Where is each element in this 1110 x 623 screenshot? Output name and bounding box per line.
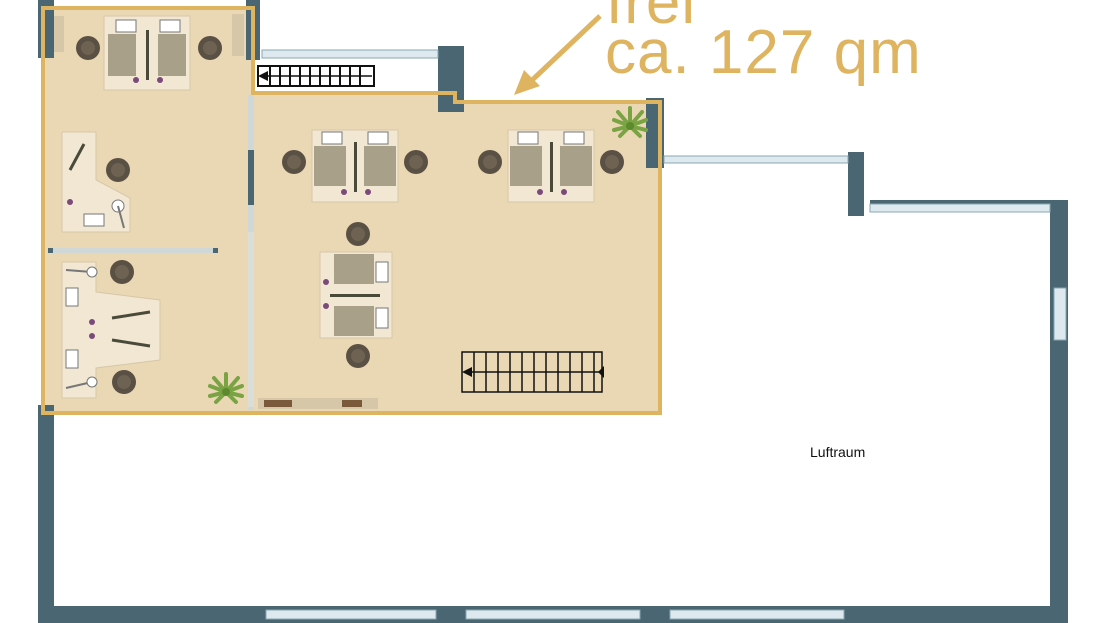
shelves: [258, 398, 378, 409]
annotation-line-2: ca. 127 qm: [605, 18, 922, 87]
office-room-topleft: [54, 14, 244, 91]
partitions: [48, 95, 254, 410]
annotation-line-1: frei: [606, 0, 697, 37]
office-room-leftbottom: [61, 260, 244, 404]
desk-cluster-3: [319, 222, 393, 368]
windows: [261, 49, 1067, 620]
staircase-main: [461, 351, 604, 393]
rental-outline: [41, 6, 662, 415]
office-floor: [43, 8, 660, 413]
staircase-top: [257, 65, 375, 87]
desk-cluster-2: [478, 106, 648, 203]
desk-cluster-1: [282, 129, 428, 203]
office-room-leftmiddle: [61, 131, 131, 233]
void-label: Luftraum: [810, 444, 866, 460]
